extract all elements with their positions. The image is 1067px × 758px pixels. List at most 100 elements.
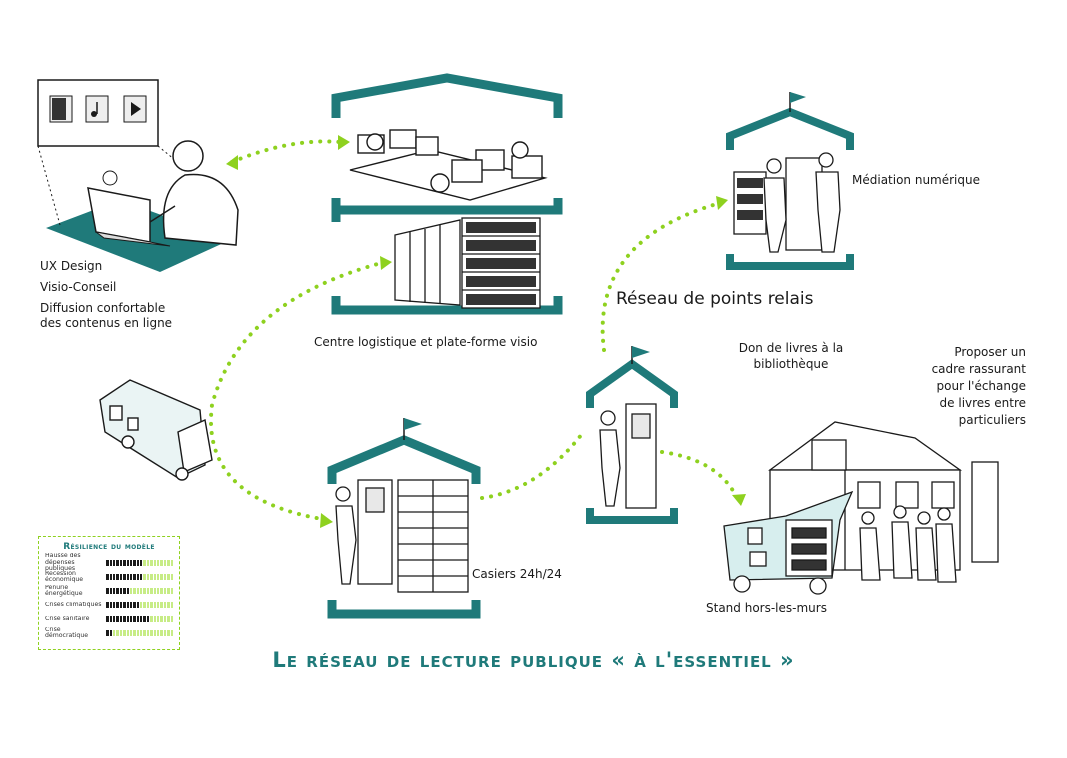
connector-borne-mediation	[600, 201, 722, 352]
gauge-cell	[163, 602, 167, 608]
gauge-cell	[157, 616, 160, 622]
label-proposer-1: Proposer un	[954, 345, 1026, 359]
gauge-cell	[129, 602, 133, 608]
resilience-row-gauge	[106, 616, 173, 622]
gauge-cell	[106, 602, 109, 608]
gauge-cell	[143, 588, 146, 594]
gauge-cell	[160, 602, 163, 608]
resilience-row-gauge	[106, 588, 173, 594]
gauge-cell	[146, 560, 150, 566]
gauge-cell	[143, 630, 146, 636]
label-don-line2: bibliothèque	[753, 357, 829, 371]
ux-workstation-drawing	[37, 79, 239, 272]
gauge-cell	[157, 574, 160, 580]
gauge-cell	[116, 560, 119, 566]
gauge-cell	[153, 574, 157, 580]
gauge-cell	[146, 602, 150, 608]
gauge-cell	[140, 588, 143, 594]
gauge-cell	[167, 560, 170, 566]
resilience-row-label: Crise démocratique	[45, 626, 89, 639]
connector-ux-centre	[230, 139, 342, 164]
gauge-cell	[133, 574, 136, 580]
gauge-cell	[143, 574, 146, 580]
gauge-cell	[157, 602, 160, 608]
label-proposer-5: particuliers	[958, 413, 1026, 427]
gauge-cell	[109, 574, 112, 580]
flag-icon	[404, 418, 422, 430]
gauge-cell	[140, 560, 143, 566]
gauge-cell	[119, 630, 123, 636]
resilience-row: Récession économique	[45, 570, 173, 584]
connector-casiers-borne	[480, 428, 587, 500]
gauge-cell	[106, 630, 109, 636]
gauge-cell	[123, 616, 126, 622]
gauge-cell	[150, 630, 153, 636]
gauge-cell	[126, 588, 129, 594]
gauge-cell	[126, 560, 129, 566]
gauge-cell	[170, 560, 173, 566]
gauge-cell	[133, 588, 136, 594]
mediation-drawing	[726, 92, 854, 270]
gauge-cell	[129, 630, 133, 636]
connector-centre-van	[209, 260, 387, 522]
resilience-title: Résilience du modèle	[63, 542, 155, 552]
gauge-cell	[143, 560, 146, 566]
label-mediation: Médiation numérique	[852, 173, 980, 187]
gauge-cell	[146, 588, 150, 594]
connector-borne-stand	[660, 450, 740, 502]
label-centre-logistique: Centre logistique et plate-forme visio	[314, 335, 538, 349]
gauge-cell	[160, 588, 163, 594]
gauge-cell	[123, 630, 126, 636]
gauge-cell	[126, 602, 129, 608]
gauge-cell	[136, 574, 140, 580]
gauge-cell	[112, 630, 116, 636]
borne-drawing	[586, 346, 678, 524]
play-icon	[749, 551, 767, 567]
gauge-cell	[146, 630, 150, 636]
gauge-cell	[157, 560, 160, 566]
gauge-cell	[106, 574, 109, 580]
gauge-cell	[112, 560, 116, 566]
flag-icon	[790, 92, 806, 103]
gauge-cell	[119, 574, 123, 580]
gauge-cell	[150, 588, 153, 594]
resilience-row: Pénurie énergétique	[45, 584, 173, 598]
gauge-cell	[106, 560, 109, 566]
gauge-cell	[140, 630, 143, 636]
gauge-cell	[160, 630, 163, 636]
gauge-cell	[146, 574, 150, 580]
label-casiers: Casiers 24h/24	[472, 567, 562, 581]
resilience-panel: Résilience du modèle Hausse des dépenses…	[38, 536, 180, 650]
gauge-cell	[170, 630, 173, 636]
resilience-row: Crises climatiques	[45, 598, 173, 612]
gauge-cell	[136, 602, 140, 608]
gauge-cell	[116, 630, 119, 636]
resilience-row-label: Crises climatiques	[45, 601, 102, 608]
gauge-cell	[146, 616, 150, 622]
label-visio-conseil: Visio-Conseil	[40, 280, 117, 294]
people-group-drawing	[859, 505, 957, 583]
gauge-cell	[153, 602, 157, 608]
gauge-cell	[163, 616, 167, 622]
label-ux-design: UX Design	[40, 259, 103, 273]
gauge-cell	[170, 602, 173, 608]
label-proposer-4: de livres entre	[939, 396, 1026, 410]
label-reseau-points-relais: Réseau de points relais	[616, 289, 814, 309]
resilience-row: Crise démocratique	[45, 626, 173, 640]
resilience-row-gauge	[106, 630, 173, 636]
gauge-cell	[167, 616, 170, 622]
gauge-cell	[163, 630, 167, 636]
resilience-row-label: Pénurie énergétique	[45, 584, 83, 597]
gauge-cell	[109, 630, 112, 636]
gauge-cell	[163, 588, 167, 594]
gauge-cell	[106, 588, 109, 594]
gauge-cell	[106, 616, 109, 622]
gauge-cell	[123, 588, 126, 594]
gauge-cell	[116, 602, 119, 608]
gauge-cell	[123, 574, 126, 580]
gauge-cell	[167, 574, 170, 580]
gauge-cell	[160, 574, 163, 580]
gauge-cell	[109, 616, 112, 622]
book-icon	[747, 527, 763, 545]
gauge-cell	[116, 616, 119, 622]
